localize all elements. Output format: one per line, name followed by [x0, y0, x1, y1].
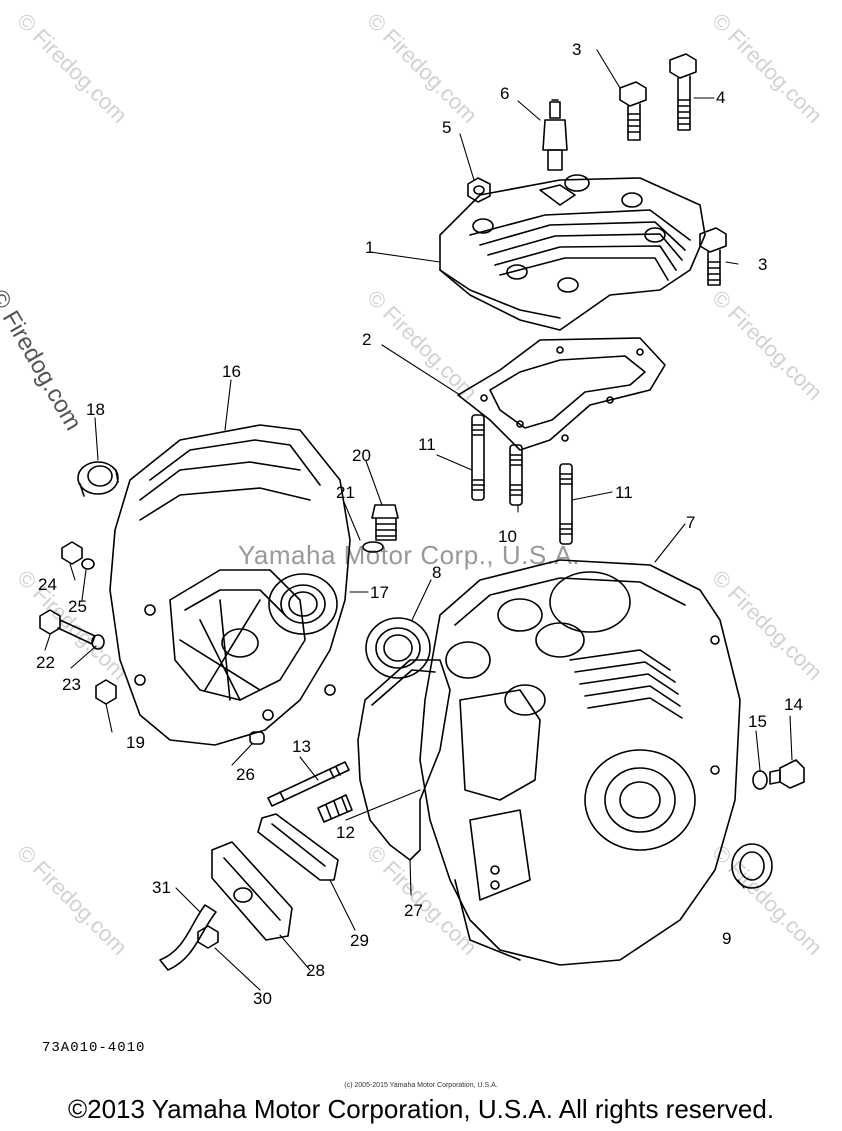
stud-11-right — [559, 463, 573, 545]
callout-26: 26 — [236, 765, 255, 784]
leader-lines — [44, 49, 793, 991]
callout-13: 13 — [292, 737, 311, 756]
filler-plug-20 — [371, 504, 399, 541]
bolt-30 — [197, 925, 219, 949]
small-copyright: (c) 2005-2015 Yamaha Motor Corporation, … — [344, 1082, 498, 1089]
callout-27: 27 — [404, 901, 423, 920]
dowel-26 — [249, 731, 265, 745]
crankcase-gasket — [357, 659, 451, 861]
callout-23: 23 — [62, 675, 81, 694]
nut-19 — [95, 679, 117, 705]
washer-23 — [91, 634, 105, 650]
crankcase-cover — [109, 424, 351, 746]
callout-24: 24 — [38, 575, 57, 594]
cylinder-head — [439, 174, 706, 331]
breather-hose-31 — [159, 904, 217, 971]
callout-21: 21 — [336, 483, 355, 502]
callout-1: 1 — [365, 238, 374, 257]
copyright-notice: ©2013 Yamaha Motor Corporation, U.S.A. A… — [67, 1094, 775, 1124]
stud-10 — [509, 444, 523, 506]
bolt-22 — [39, 609, 96, 645]
spark-plug — [542, 99, 568, 171]
drain-bolt-14 — [769, 759, 805, 789]
breather-gasket-29 — [257, 813, 339, 881]
callout-16: 16 — [222, 362, 241, 381]
callout-6: 6 — [500, 84, 509, 103]
head-gasket — [457, 337, 666, 451]
callout-18: 18 — [86, 400, 105, 419]
callout-10: 10 — [498, 527, 517, 546]
bolt-24 — [61, 541, 83, 565]
watermark-center: Yamaha Motor Corp., U.S.A. — [238, 540, 580, 570]
callout-12: 12 — [336, 823, 355, 842]
callout-31: 31 — [152, 878, 171, 897]
callout-labels: 1 2 3 3 4 5 6 7 8 9 10 11 11 12 13 14 15… — [36, 40, 803, 1008]
head-bolt-4 — [669, 53, 697, 131]
nut-5 — [467, 177, 491, 203]
oil-seal-9 — [731, 843, 773, 889]
crankcase — [419, 559, 741, 966]
stud-12 — [317, 794, 353, 823]
callout-9: 9 — [722, 929, 731, 948]
callout-17: 17 — [370, 583, 389, 602]
drawing-code: 73A010-4010 — [42, 1040, 146, 1056]
o-ring-21 — [362, 541, 384, 553]
washer-15 — [752, 770, 768, 790]
callout-14: 14 — [784, 695, 803, 714]
oil-seal-18 — [77, 461, 119, 497]
callout-28: 28 — [306, 961, 325, 980]
breather-cover-28 — [211, 841, 293, 941]
callout-7: 7 — [686, 513, 695, 532]
stud-11-left — [471, 414, 485, 501]
callout-15: 15 — [748, 712, 767, 731]
callout-4: 4 — [716, 88, 725, 107]
callout-20: 20 — [352, 446, 371, 465]
head-bolt-3-right — [699, 227, 727, 286]
callout-25: 25 — [68, 597, 87, 616]
callout-22: 22 — [36, 653, 55, 672]
callout-29: 29 — [350, 931, 369, 950]
stud-13 — [267, 761, 350, 807]
callout-3b: 3 — [758, 255, 767, 274]
callout-3a: 3 — [572, 40, 581, 59]
bearing-8 — [365, 617, 431, 679]
washer-25 — [81, 558, 95, 570]
callout-11a: 11 — [418, 435, 436, 454]
callout-30: 30 — [253, 989, 272, 1008]
callout-19: 19 — [126, 733, 145, 752]
callout-8: 8 — [432, 563, 441, 582]
callout-11b: 11 — [615, 483, 633, 502]
callout-2: 2 — [362, 330, 371, 349]
head-bolt-3-top — [619, 81, 647, 141]
callout-5: 5 — [442, 118, 451, 137]
